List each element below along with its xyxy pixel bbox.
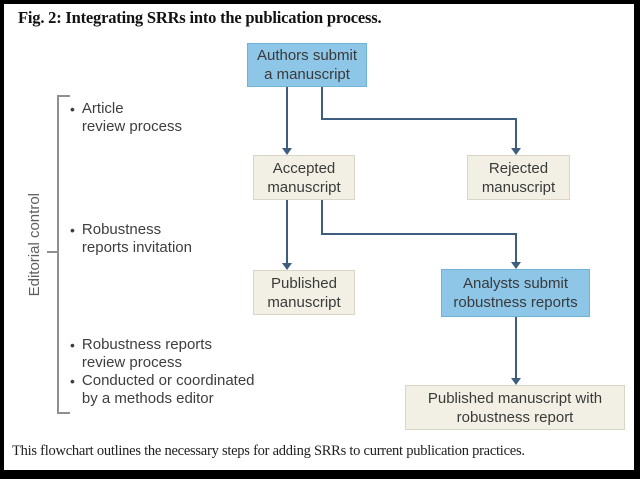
node-label: Accepted [272,159,336,177]
node-label: manuscript [267,293,341,311]
bullet-reports-review: • Robustness reports review process [70,336,212,372]
frame-border-right [634,0,640,479]
node-label: Analysts submit [462,275,569,292]
connector-accepted-published [286,200,288,263]
bullet-text: Robustness reports invitation [82,221,192,257]
node-label: Authors submit [256,47,358,64]
bracket-mid-tick [47,251,58,253]
connector-authors-rejected [321,118,517,120]
node-label: Published [271,274,337,292]
arrowhead-down-icon [282,263,292,270]
bullet-line: Article [81,100,124,117]
connector-accepted-analysts [321,200,323,235]
frame-border-top [0,0,640,4]
node-authors-submit: Authors submit a manuscript [247,43,367,87]
connector-analysts-final [515,317,517,378]
node-rejected-manuscript: Rejected manuscript [467,155,570,200]
connector-authors-accepted [286,87,288,148]
node-analysts-submit: Analysts submit robustness reports [441,269,590,317]
frame-border-bottom [0,470,640,479]
bullet-dot-icon: • [70,222,75,238]
bullet-text: Article review process [82,100,182,136]
connector-accepted-analysts [515,233,517,262]
bullet-dot-icon: • [70,373,75,389]
node-accepted-manuscript: Accepted manuscript [253,155,355,200]
arrowhead-down-icon [282,148,292,155]
node-label: robustness report [456,408,574,426]
node-label: robustness reports [453,294,578,311]
bullet-methods-editor: • Conducted or coordinated by a methods … [70,372,255,408]
node-label: Published manuscript with [427,389,603,407]
arrowhead-down-icon [511,262,521,269]
bullet-line: Robustness reports [81,336,212,353]
bullet-line: reports invitation [81,239,192,256]
arrowhead-down-icon [511,378,521,385]
node-label: manuscript [481,178,556,196]
bullet-article-review: • Article review process [70,100,182,136]
connector-accepted-analysts [321,233,517,235]
figure-title: Fig. 2: Integrating SRRs into the public… [18,8,382,27]
bracket-bottom-tick [57,412,70,414]
bracket-line [57,95,59,413]
bullet-text: Robustness reports review process [82,336,212,372]
bullet-reports-invitation: • Robustness reports invitation [70,221,192,257]
bullet-line: review process [81,118,182,135]
bullet-line: by a methods editor [81,390,214,407]
node-published-manuscript: Published manuscript [253,270,355,315]
bracket-label: Editorial control [26,193,43,297]
bullet-dot-icon: • [70,101,75,117]
arrowhead-down-icon [511,148,521,155]
frame-border-left [0,0,4,479]
connector-authors-rejected [321,87,323,120]
bullet-dot-icon: • [70,337,75,353]
bullet-line: Conducted or coordinated [81,372,255,389]
bullet-line: Robustness [81,221,162,238]
node-label: manuscript [267,178,341,196]
node-label: a manuscript [264,66,350,83]
bullet-text: Conducted or coordinated by a methods ed… [82,372,255,408]
node-label: Rejected [488,159,549,177]
connector-authors-rejected [515,118,517,149]
figure-caption: This flowchart outlines the necessary st… [12,443,525,459]
bracket-top-tick [57,95,70,97]
bullet-line: review process [81,354,182,371]
node-published-with-report: Published manuscript with robustness rep… [405,385,625,430]
